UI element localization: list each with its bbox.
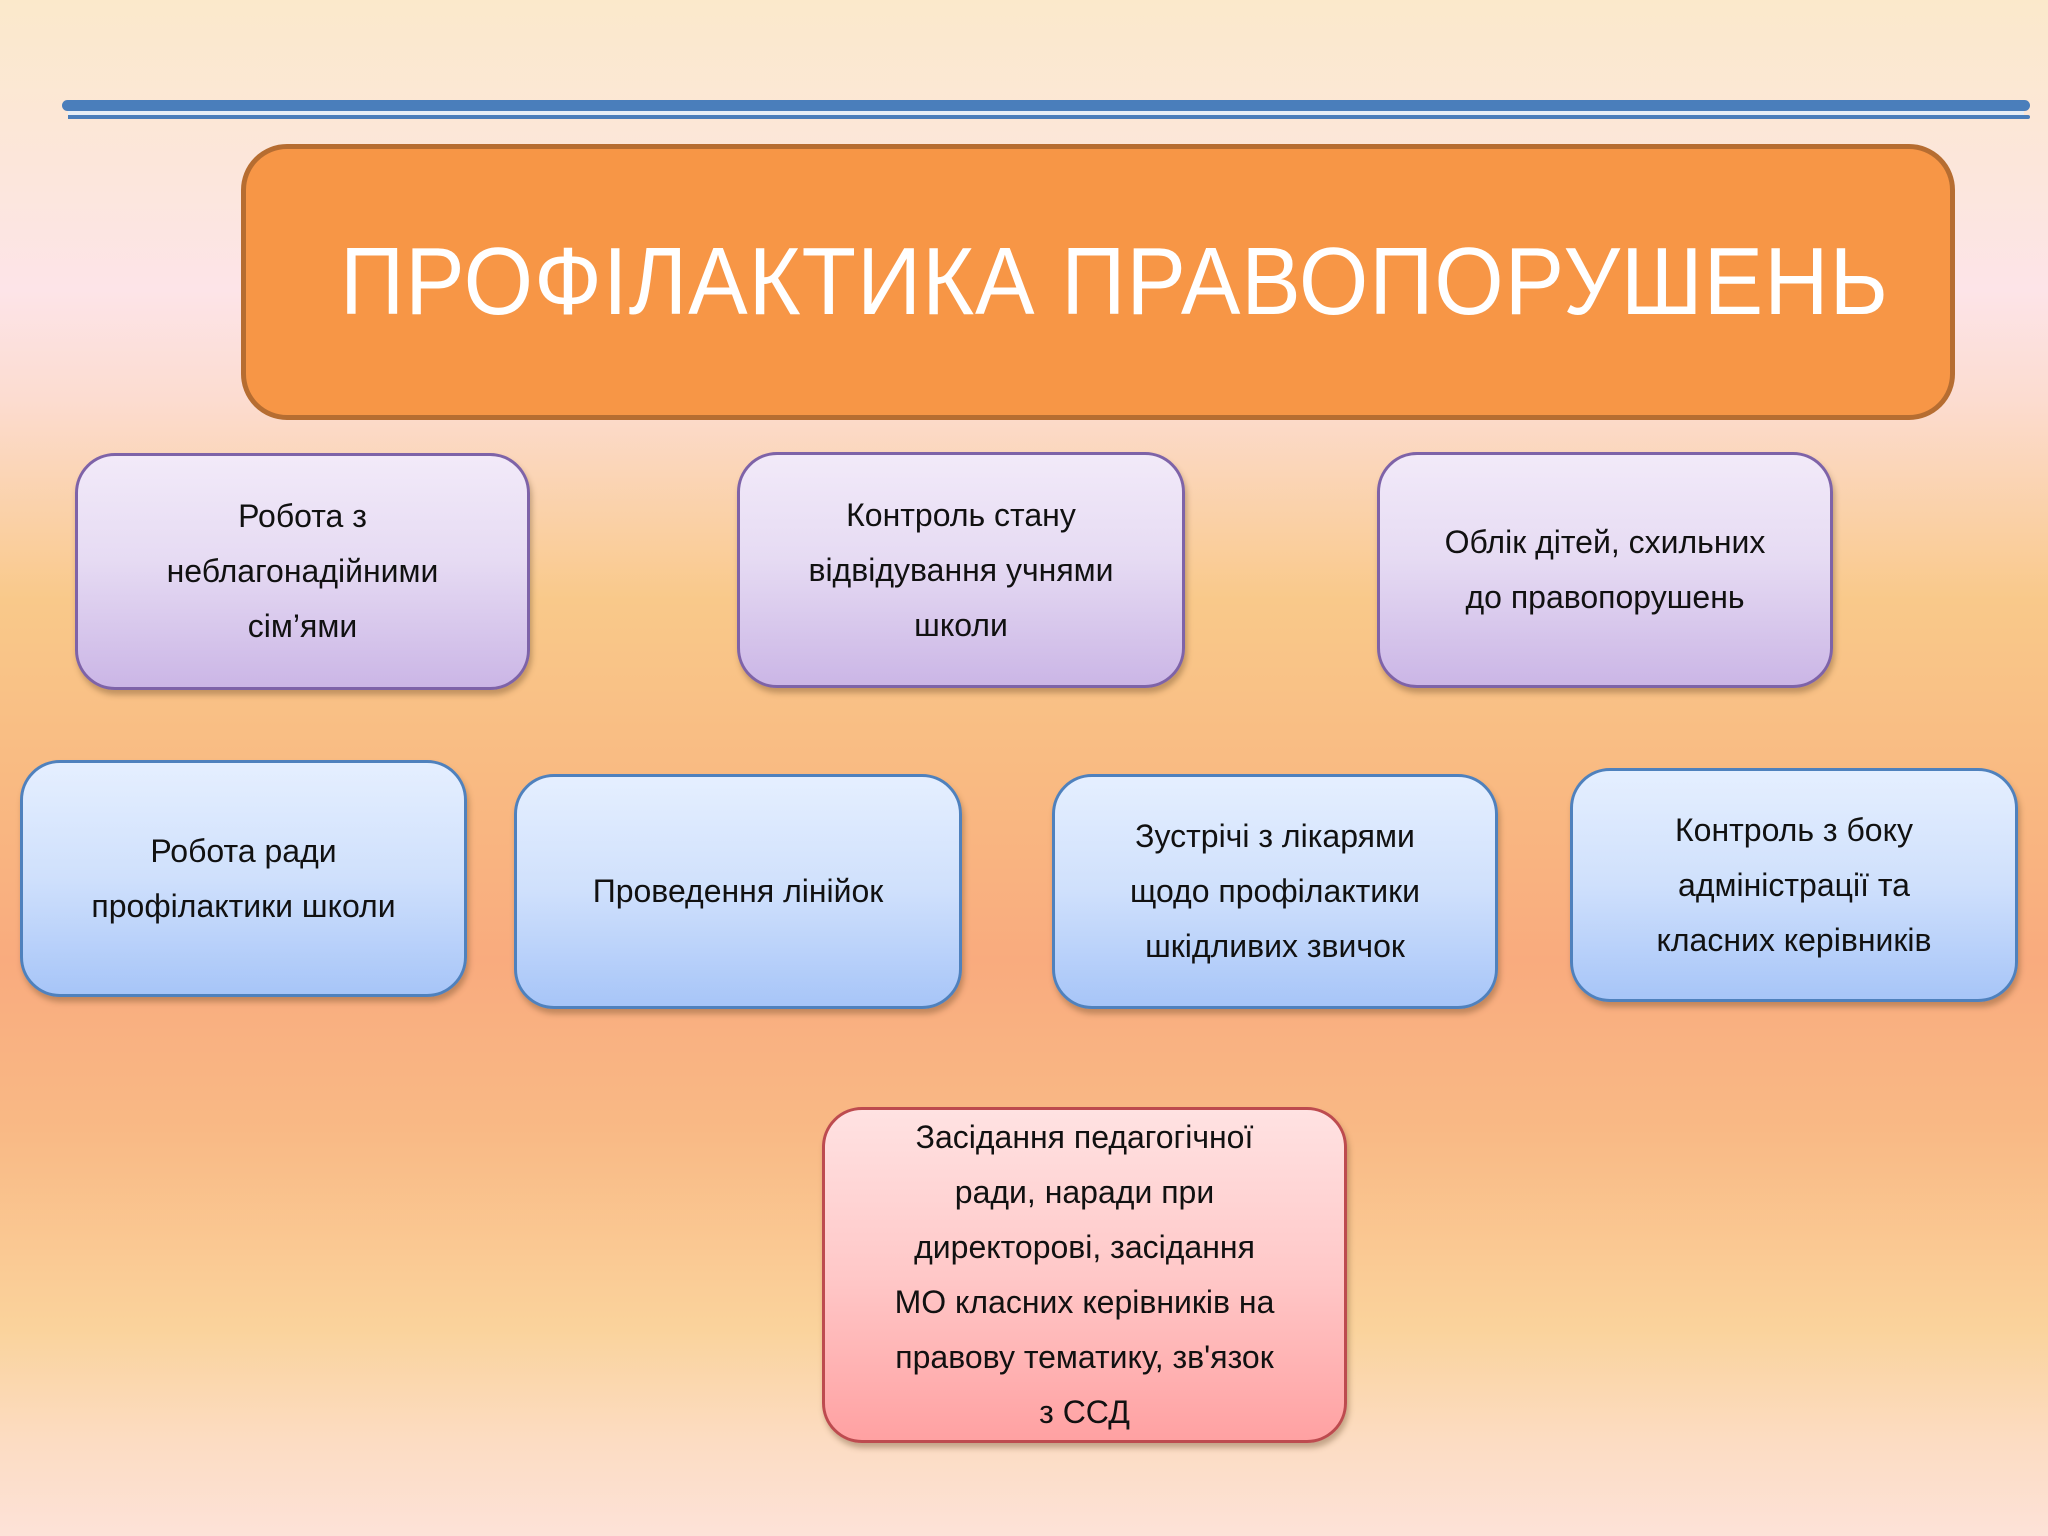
node-line: сім’ями <box>247 608 358 644</box>
node-line: ради, наради при <box>954 1174 1215 1210</box>
node-council-meetings: Засідання педагогічної ради, наради при … <box>822 1107 1347 1443</box>
node-line: адміністрації та <box>1678 866 1910 903</box>
slide-title: ПРОФІЛАКТИКА ПРАВОПОРУШЕНЬ <box>340 228 1890 335</box>
node-line: з ССД <box>1039 1394 1130 1430</box>
node-line: Контроль стану <box>846 496 1076 533</box>
node-children-registry: Облік дітей, схильних до правопорушень <box>1377 452 1833 688</box>
node-line: відвідування учнями <box>808 551 1114 588</box>
node-line: Робота з <box>238 498 367 534</box>
title-divider-rule <box>62 100 2030 120</box>
node-line: Зустрічі з лікарями <box>1135 818 1415 854</box>
divider-thin-line <box>68 115 2030 119</box>
node-text: Робота з неблагонадійними сім’ями <box>167 489 439 654</box>
node-line: Облік дітей, схильних <box>1444 524 1766 560</box>
node-line: неблагонадійними <box>166 553 439 589</box>
slide-title-box: ПРОФІЛАКТИКА ПРАВОПОРУШЕНЬ <box>241 144 1955 420</box>
node-line: директорові, засідання <box>914 1229 1255 1265</box>
node-line: МО класних керівників на <box>894 1284 1275 1320</box>
node-line: правову тематику, зв'язок <box>895 1339 1274 1375</box>
node-line: щодо профілактики <box>1129 873 1420 909</box>
node-line: школи <box>914 606 1008 643</box>
node-line: профілактики школи <box>91 887 396 924</box>
node-text: Засідання педагогічної ради, наради при … <box>895 1110 1275 1440</box>
node-line: Засідання педагогічної <box>915 1119 1254 1155</box>
node-attendance-control: Контроль стану відвідування учнями школи <box>737 452 1185 688</box>
node-doctor-meetings: Зустрічі з лікарями щодо профілактики шк… <box>1052 774 1498 1009</box>
node-line: шкідливих звичок <box>1145 928 1405 964</box>
node-text: Контроль стану відвідування учнями школи <box>808 488 1113 653</box>
node-prevention-council: Робота ради профілактики школи <box>20 760 467 997</box>
node-line: Робота ради <box>150 832 337 869</box>
node-text: Робота ради профілактики школи <box>91 824 395 934</box>
node-text: Проведення лінійок <box>593 864 884 919</box>
node-line: Проведення лінійок <box>592 873 884 909</box>
divider-highlight-line <box>68 111 2024 115</box>
node-line: класних керівників <box>1656 921 1932 958</box>
divider-thick-line <box>62 100 2030 111</box>
node-text: Контроль з боку адміністрації та класних… <box>1657 803 1932 968</box>
node-line: до правопорушень <box>1465 579 1745 615</box>
node-assemblies: Проведення лінійок <box>514 774 962 1009</box>
node-admin-control: Контроль з боку адміністрації та класних… <box>1570 768 2018 1002</box>
node-text: Зустрічі з лікарями щодо профілактики шк… <box>1130 809 1420 974</box>
node-work-with-families: Робота з неблагонадійними сім’ями <box>75 453 530 690</box>
node-text: Облік дітей, схильних до правопорушень <box>1445 515 1766 625</box>
node-line: Контроль з боку <box>1675 811 1913 848</box>
